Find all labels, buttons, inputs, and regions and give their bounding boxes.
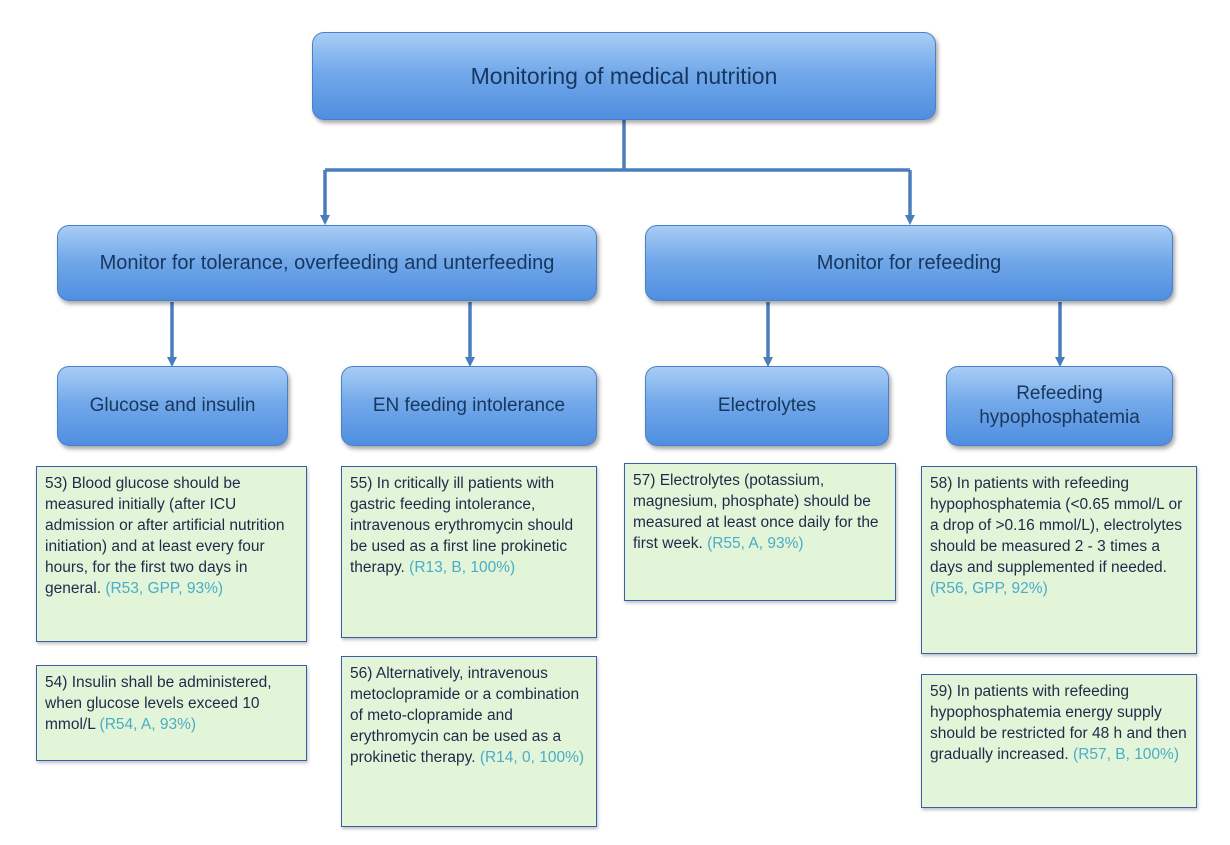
- recommendation-53-reference: (R53, GPP, 93%): [105, 580, 224, 597]
- recommendation-58-reference: (R56, GPP, 92%): [930, 580, 1048, 597]
- recommendation-57-text: 57) Electrolytes (potassium, magnesium, …: [633, 472, 879, 552]
- recommendation-59-text: 59) In patients with refeeding hypophosp…: [930, 683, 1187, 763]
- topic-refeeding-title-line1: Refeeding: [1016, 383, 1103, 405]
- topic-glucose-insulin-title: Glucose and insulin: [89, 395, 256, 417]
- branch-tolerance-title: Monitor for tolerance, overfeeding and u…: [99, 251, 555, 274]
- recommendation-58: 58) In patients with refeeding hypophosp…: [921, 466, 1197, 654]
- recommendation-55: 55) In critically ill patients with gast…: [341, 466, 597, 638]
- recommendation-57-reference: (R55, A, 93%): [707, 535, 804, 552]
- recommendation-55-text: 55) In critically ill patients with gast…: [350, 475, 574, 576]
- branch-refeeding-title: Monitor for refeeding: [816, 251, 1002, 274]
- recommendation-59-reference: (R57, B, 100%): [1073, 746, 1179, 763]
- topic-glucose-insulin: Glucose and insulin: [57, 366, 288, 446]
- recommendation-53-text: 53) Blood glucose should be measured ini…: [45, 475, 285, 597]
- root-node: Monitoring of medical nutrition: [312, 32, 936, 120]
- branch-refeeding: Monitor for refeeding: [645, 225, 1173, 301]
- recommendation-56-text: 56) Alternatively, intravenous metoclopr…: [350, 665, 580, 766]
- recommendation-53: 53) Blood glucose should be measured ini…: [36, 466, 307, 642]
- recommendation-58-text: 58) In patients with refeeding hypophosp…: [930, 475, 1183, 576]
- recommendation-55-reference: (R13, B, 100%): [409, 559, 516, 576]
- topic-refeeding-title-line2: hypophosphatemia: [979, 407, 1140, 428]
- recommendation-54: 54) Insulin shall be administered, when …: [36, 665, 307, 761]
- topic-electrolytes: Electrolytes: [645, 366, 889, 446]
- topic-en-feeding-intolerance: EN feeding intolerance: [341, 366, 597, 446]
- recommendation-56: 56) Alternatively, intravenous metoclopr…: [341, 656, 597, 827]
- topic-electrolytes-title: Electrolytes: [717, 395, 817, 417]
- topic-refeeding-hypophosphatemia: Refeeding hypophosphatemia: [946, 366, 1173, 446]
- branch-tolerance: Monitor for tolerance, overfeeding and u…: [57, 225, 597, 301]
- recommendation-54-text: 54) Insulin shall be administered, when …: [45, 674, 272, 733]
- recommendation-57: 57) Electrolytes (potassium, magnesium, …: [624, 463, 896, 601]
- recommendation-54-reference: (R54, A, 93%): [99, 716, 197, 733]
- recommendation-56-reference: (R14, 0, 100%): [479, 749, 585, 766]
- recommendation-59: 59) In patients with refeeding hypophosp…: [921, 674, 1197, 808]
- topic-en-feeding-intolerance-title: EN feeding intolerance: [372, 395, 566, 417]
- root-title: Monitoring of medical nutrition: [470, 62, 778, 89]
